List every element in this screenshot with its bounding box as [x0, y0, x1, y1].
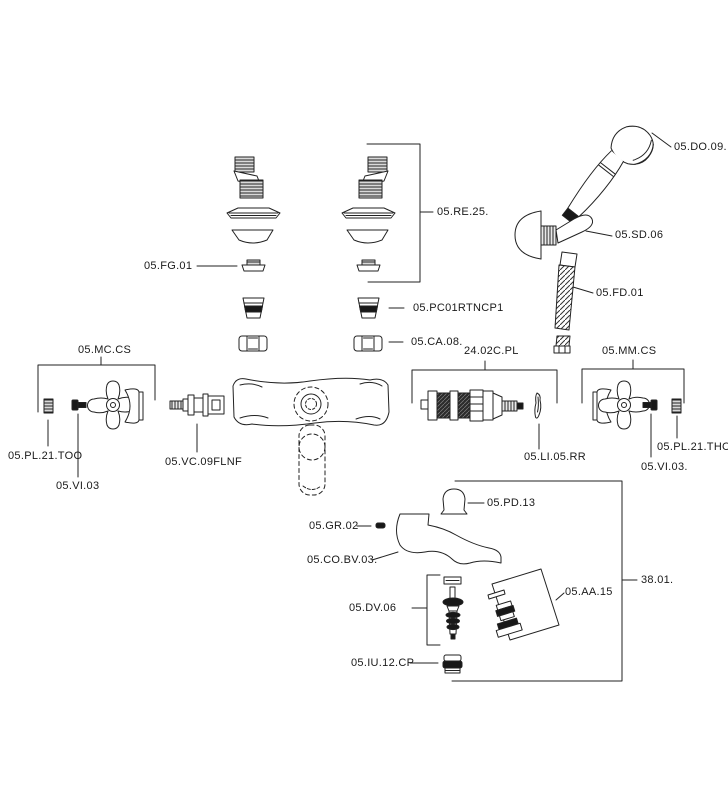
- part-label-do09: 05.DO.09.: [674, 141, 727, 153]
- part-label-gr02: 05.GR.02: [309, 520, 359, 532]
- tapered-nut-right: [357, 297, 380, 319]
- part-label-3801: 38.01.: [641, 574, 674, 586]
- spout-seal: [375, 522, 386, 529]
- faucet-body: [232, 377, 390, 496]
- bell-cup-right: [346, 229, 389, 244]
- group-label-mm-cs: 05.MM.CS: [602, 345, 657, 357]
- bell-cup-left: [231, 229, 274, 244]
- eccentric-union-right: [358, 156, 389, 199]
- escutcheon-flange-right: [341, 207, 396, 219]
- diverter-assembly: [442, 576, 464, 640]
- filter-gasket-left: [241, 259, 266, 272]
- part-label-pl21too: 05.PL.21.TOO: [8, 450, 83, 462]
- filter-gasket-right: [356, 259, 381, 272]
- part-label-vi03-right: 05.VI.03.: [641, 461, 688, 473]
- part-label-li05rr: 05.LI.05.RR: [524, 451, 587, 463]
- part-label-fd01: 05.FD.01: [596, 287, 644, 299]
- grub-screw-left: [43, 398, 54, 414]
- bracket-mm-cs: [581, 359, 685, 404]
- part-label-aa15: 05.AA.15: [565, 586, 613, 598]
- hand-shower: [561, 125, 654, 225]
- spout-knob: [440, 488, 468, 515]
- cross-handle-left: [87, 380, 139, 430]
- part-label-pl21thc: 05.PL.21.THC: [657, 441, 728, 453]
- flexible-hose: [553, 251, 578, 354]
- tapered-nut-left: [242, 297, 265, 319]
- handle-screw-left: [71, 399, 87, 411]
- part-label-pc01rtncp1: 05.PC01RTNCP1: [413, 302, 504, 314]
- part-label-dv06: 05.DV.06: [349, 602, 397, 614]
- seal-kit-box: [487, 568, 560, 641]
- part-label-ca08: 05.CA.08.: [411, 336, 463, 348]
- hex-nut-right: [353, 335, 383, 352]
- group-label-mc-cs: 05.MC.CS: [78, 344, 132, 356]
- bracket-dv06: [426, 574, 441, 646]
- bracket-3801: [451, 480, 638, 682]
- part-label-sd06: 05.SD.06: [615, 229, 664, 241]
- eccentric-union-left: [233, 156, 264, 199]
- bracket-2402c-pl: [411, 360, 558, 404]
- hex-nut-left: [238, 335, 268, 352]
- spout-body: [396, 513, 502, 565]
- part-label-fg01: 05.FG.01: [144, 260, 193, 272]
- handle-screw-right: [642, 399, 658, 411]
- part-label-vi03-left: 05.VI.03: [56, 480, 100, 492]
- part-label-cobv03: 05.CO.BV.03.: [307, 554, 378, 566]
- bracket-re25: [366, 143, 434, 283]
- aerator: [442, 654, 463, 674]
- part-label-pd13: 05.PD.13: [487, 497, 536, 509]
- part-label-iu12cp: 05.IU.12.CP: [351, 657, 415, 669]
- stop-ring-clip: [534, 392, 542, 419]
- cross-handle-right: [598, 380, 650, 430]
- bracket-mc-cs: [37, 356, 156, 413]
- part-label-re25: 05.RE.25.: [437, 206, 489, 218]
- escutcheon-flange-left: [226, 207, 281, 219]
- grub-screw-right: [671, 398, 682, 414]
- handle-escutcheon-left: [124, 388, 144, 424]
- group-label-2402c-pl: 24.02C.PL: [464, 345, 519, 357]
- part-label-vc09flnf: 05.VC.09FLNF: [165, 456, 242, 468]
- compression-cartridge: [169, 393, 225, 417]
- shower-wall-support: [514, 210, 593, 260]
- thermostatic-cartridge: [420, 389, 524, 422]
